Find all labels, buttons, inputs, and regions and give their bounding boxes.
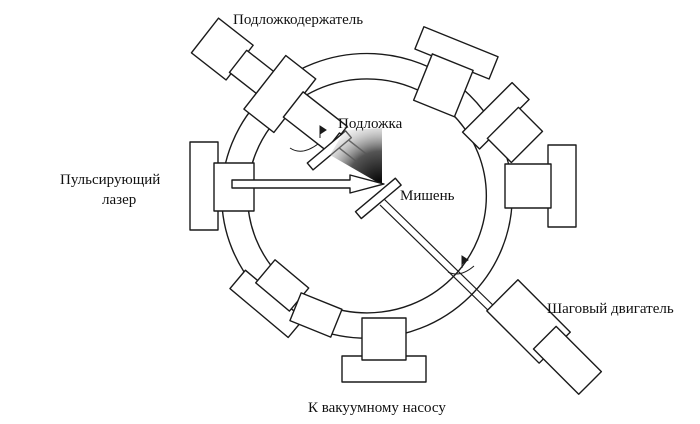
- stepper-motor-label: Шаговый двигатель: [547, 301, 674, 317]
- substrate-flag-icon: [319, 125, 327, 138]
- substrate-holder-assembly: [190, 17, 372, 168]
- target-plate: [354, 177, 402, 220]
- upper-right-port: [461, 81, 544, 164]
- stepper-motor-assembly: [486, 279, 603, 395]
- target-rod-inner: [379, 204, 497, 319]
- bottom-left-port: [289, 292, 343, 338]
- target-label: Мишень: [400, 188, 455, 204]
- right-port: [504, 144, 577, 228]
- pump-port: [341, 317, 427, 383]
- vacuum-pump-label: К вакуумному насосу: [308, 400, 446, 416]
- target-flag-icon: [461, 255, 469, 268]
- target-rotation-arrow-icon: [447, 265, 475, 275]
- lower-left-port: [229, 259, 310, 339]
- substrate-holder-label: Подложкодержатель: [233, 12, 363, 28]
- top-right-port: [412, 26, 499, 118]
- substrate-rotation-arrow-icon: [289, 143, 319, 152]
- laser-beam-arrow: [231, 174, 385, 194]
- pulsed-laser-label-line1: Пульсирующий: [60, 172, 160, 188]
- plasma-plume: [330, 128, 382, 185]
- substrate-label: Подложка: [338, 116, 403, 132]
- pulsed-laser-label-line2: лазер: [102, 192, 136, 208]
- target-rod-outer: [383, 198, 501, 313]
